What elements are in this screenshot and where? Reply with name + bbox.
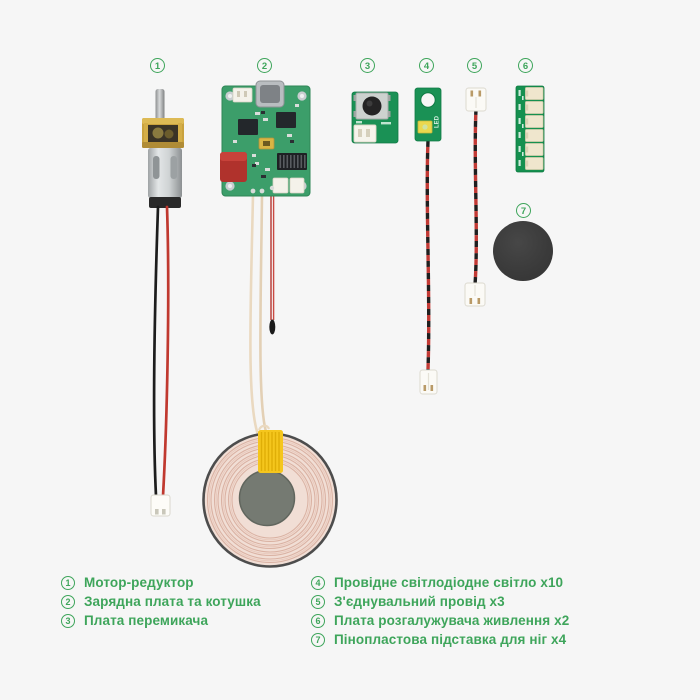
legend-number-7: 7 xyxy=(311,632,325,647)
connection-wire-illustration xyxy=(458,85,496,311)
legend-label-4: Провідне світлодіодне світло x10 xyxy=(334,575,564,590)
legend-label-5: З'єднувальний провід x3 xyxy=(334,594,505,609)
legend-item-foam-pad: 7 Пінопластова підставка для ніг x4 xyxy=(311,631,566,648)
legend-item-motor: 1 Мотор-редуктор xyxy=(61,574,194,591)
switch-board-illustration xyxy=(348,86,404,148)
legend-number-5: 5 xyxy=(311,594,325,609)
callout-7: 7 xyxy=(516,203,531,218)
callout-5: 5 xyxy=(467,58,482,73)
legend-label-2: Зарядна плата та котушка xyxy=(84,594,261,609)
legend-item-power-splitter: 6 Плата розгалужувача живлення x2 xyxy=(311,612,569,629)
callout-3: 3 xyxy=(360,58,375,73)
charging-board-and-coil-illustration xyxy=(195,78,345,578)
gear-motor-illustration xyxy=(120,85,220,525)
legend-item-switch-board: 3 Плата перемикача xyxy=(61,612,208,629)
legend-item-charging-board: 2 Зарядна плата та котушка xyxy=(61,593,261,610)
led-board-label: LED xyxy=(435,115,441,128)
callout-6: 6 xyxy=(518,58,533,73)
legend-number-4: 4 xyxy=(311,575,325,590)
legend-number-1: 1 xyxy=(61,575,75,590)
power-splitter-board-illustration xyxy=(512,82,550,178)
legend-label-3: Плата перемикача xyxy=(84,613,209,628)
legend-number-6: 6 xyxy=(311,613,325,628)
legend-number-2: 2 xyxy=(61,594,75,609)
legend-label-6: Плата розгалужувача живлення x2 xyxy=(334,613,570,628)
legend-label-1: Мотор-редуктор xyxy=(84,575,194,590)
legend-item-led-wire: 4 Провідне світлодіодне світло x10 xyxy=(311,574,563,591)
callout-2: 2 xyxy=(257,58,272,73)
callout-4: 4 xyxy=(419,58,434,73)
legend-item-connection-wire: 5 З'єднувальний провід x3 xyxy=(311,593,505,610)
foam-pad-illustration xyxy=(493,221,553,281)
led-wire-illustration: LED xyxy=(412,85,446,397)
legend-number-3: 3 xyxy=(61,613,75,628)
callout-1: 1 xyxy=(150,58,165,73)
legend-label-7: Пінопластова підставка для ніг x4 xyxy=(334,632,567,647)
